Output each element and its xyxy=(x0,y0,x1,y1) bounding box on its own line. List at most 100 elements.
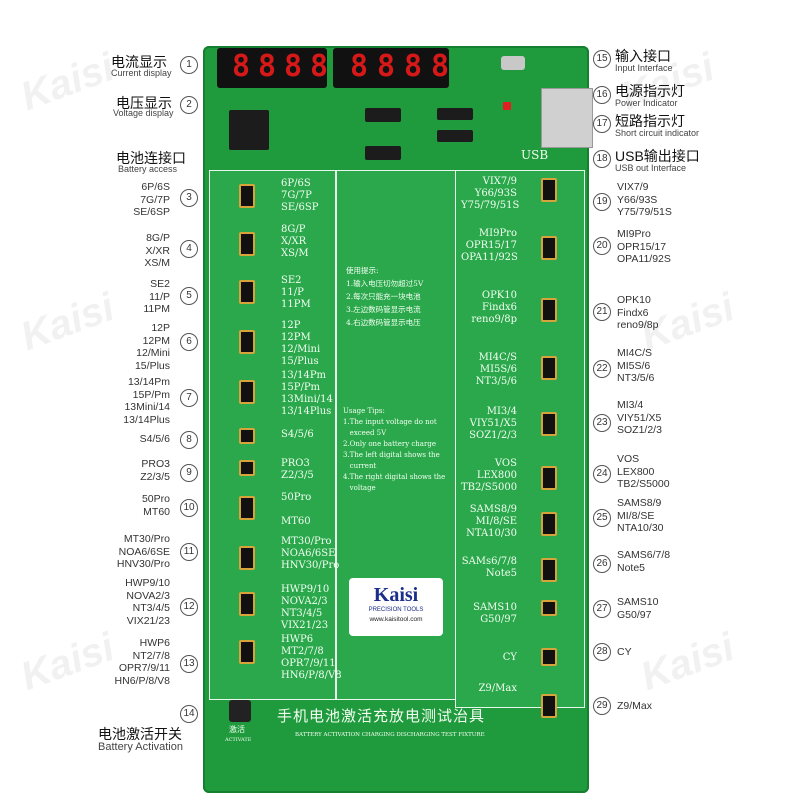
panel-text: SE2 11/P 11PM xyxy=(281,275,311,310)
current-digit: 8 xyxy=(257,49,277,84)
model-list: HWP9/10 NOVA2/3 NT3/4/5 VIX21/23 xyxy=(125,577,170,627)
battery-connector[interactable] xyxy=(541,298,557,322)
usb-out-port[interactable] xyxy=(541,88,593,148)
model-list: 12P 12PM 12/Mini 15/Plus xyxy=(134,322,170,372)
callout-number: 11 xyxy=(180,543,198,561)
battery-connector[interactable] xyxy=(541,466,557,490)
battery-activation-switch[interactable] xyxy=(229,700,251,722)
panel-text: MI3/4 VIY51/X5 SOZ1/2/3 xyxy=(469,406,517,441)
left-connector-column xyxy=(209,170,336,700)
battery-connector[interactable] xyxy=(541,412,557,436)
brand-sub: PRECISION TOOLS xyxy=(368,607,424,613)
battery-connector[interactable] xyxy=(541,648,557,666)
brand-name: Kaisi xyxy=(373,584,419,606)
input-port[interactable] xyxy=(501,56,525,70)
model-list: 50Pro MT60 xyxy=(141,493,170,518)
callout-number: 25 xyxy=(593,509,611,527)
voltage-display: 8 8 8 8 xyxy=(333,48,449,88)
battery-connector[interactable] xyxy=(541,236,557,260)
battery-connector[interactable] xyxy=(239,592,255,616)
callout-number: 2 xyxy=(180,96,198,114)
battery-connector[interactable] xyxy=(239,546,255,570)
watermark: Kaisi xyxy=(635,625,741,700)
model-list: CY xyxy=(617,646,632,658)
model-list: MI3/4 VIY51/X5 SOZ1/2/3 xyxy=(617,399,662,436)
battery-connector[interactable] xyxy=(239,460,255,476)
callout-number: 8 xyxy=(180,431,198,449)
model-list: S4/5/6 xyxy=(139,433,170,445)
battery-connector[interactable] xyxy=(239,330,255,354)
label-cn: 电压显示 xyxy=(116,95,172,111)
callout-number: 21 xyxy=(593,303,611,321)
callout-number: 5 xyxy=(180,287,198,305)
panel-text: Z9/Max xyxy=(478,683,517,694)
label-en: Short circuit indicator xyxy=(615,128,700,138)
battery-connector[interactable] xyxy=(239,496,255,520)
model-list: OPK10 Findx6 reno9/8p xyxy=(617,294,659,331)
model-list: 6P/6S 7G/7P SE/6SP xyxy=(133,181,170,218)
battery-connector[interactable] xyxy=(239,380,255,404)
battery-connector[interactable] xyxy=(541,694,557,718)
model-list: MI9Pro OPR15/17 OPA11/92S xyxy=(617,228,671,265)
battery-connector[interactable] xyxy=(541,558,557,582)
chip xyxy=(365,108,401,122)
battery-connector[interactable] xyxy=(541,356,557,380)
usage-tips-cn: 使用提示: 1.输入电压切勿超过5V 2.每次只能充一块电池 3.左边数码管显示… xyxy=(346,266,424,327)
panel-text: PRO3 Z2/3/5 xyxy=(281,458,314,481)
battery-connector[interactable] xyxy=(541,600,557,616)
voltage-digit: 8 xyxy=(349,49,369,84)
label-en: Power Indicator xyxy=(615,98,678,108)
callout-number: 27 xyxy=(593,600,611,618)
battery-connector[interactable] xyxy=(239,184,255,208)
label-cn: 输入接口 xyxy=(615,48,671,64)
battery-connector[interactable] xyxy=(239,280,255,304)
panel-text: OPK10 Findx6 reno9/8p xyxy=(471,290,517,325)
current-digit: 8 xyxy=(283,49,303,84)
power-indicator-led xyxy=(503,102,511,110)
label-en: Current display xyxy=(111,68,172,78)
battery-connector[interactable] xyxy=(541,512,557,536)
model-list: VOS LEX800 TB2/S5000 xyxy=(617,453,670,490)
model-list: SAMS10 G50/97 xyxy=(617,596,659,621)
model-list: SAMS8/9 MI/8/SE NTA10/30 xyxy=(617,497,664,534)
current-display: 8 8 8 8 xyxy=(217,48,328,88)
callout-number: 10 xyxy=(180,499,198,517)
battery-connector[interactable] xyxy=(239,428,255,444)
current-digit: 8 xyxy=(309,49,329,84)
test-fixture-board: 8 8 8 8 8 8 8 8 USB 使用提示: 1.输入电压切勿超过5V 2… xyxy=(203,46,593,793)
panel-text: SAMS10 G50/97 xyxy=(473,602,517,625)
model-list: HWP6 NT2/7/8 OPR7/9/11 HN6/P/8/V8 xyxy=(114,637,170,687)
panel-text: 50Pro MT60 xyxy=(281,492,312,527)
controller-chip xyxy=(229,110,269,150)
label-en: Input Interface xyxy=(615,63,673,73)
battery-connector[interactable] xyxy=(541,178,557,202)
callout-number: 9 xyxy=(180,464,198,482)
label-cn: 电流显示 xyxy=(111,54,167,70)
current-digit: 8 xyxy=(231,49,251,84)
board-title-cn: 手机电池激活充放电测试治具 xyxy=(277,707,486,725)
model-list: SE2 11/P 11PM xyxy=(143,278,170,315)
callout-number: 18 xyxy=(593,150,611,168)
callout-number: 20 xyxy=(593,237,611,255)
panel-text: MT30/Pro NOA6/6SE HNV30/Pro xyxy=(281,536,340,571)
panel-text: 13/14Pm 15P/Pm 13Mini/14 13/14Plus xyxy=(281,370,333,417)
panel-text: S4/5/6 xyxy=(281,429,314,440)
battery-connector[interactable] xyxy=(239,640,255,664)
usage-tips-en: Usage Tips: 1.The input voltage do not e… xyxy=(343,407,446,492)
callout-number: 6 xyxy=(180,333,198,351)
callout-number: 15 xyxy=(593,50,611,68)
label-cn: 电源指示灯 xyxy=(615,83,685,99)
battery-connector[interactable] xyxy=(239,232,255,256)
panel-text: MI4C/S MI5S/6 NT3/5/6 xyxy=(475,352,517,387)
chip xyxy=(437,108,473,120)
model-list: MI4C/S MI5S/6 NT3/5/6 xyxy=(617,347,655,384)
panel-text: VIX7/9 Y66/93S Y75/79/51S xyxy=(461,176,520,211)
voltage-digit: 8 xyxy=(376,49,396,84)
panel-text: MI9Pro OPR15/17 OPA11/92S xyxy=(461,228,518,263)
board-title-en: BATTERY ACTIVATION CHARGING DISCHARGING … xyxy=(295,732,485,738)
callout-number: 23 xyxy=(593,414,611,432)
label-en: Voltage display xyxy=(113,108,174,118)
panel-text: 12P 12PM 12/Mini 15/Plus xyxy=(281,320,321,367)
callout-number: 7 xyxy=(180,389,198,407)
callout-number: 13 xyxy=(180,655,198,673)
